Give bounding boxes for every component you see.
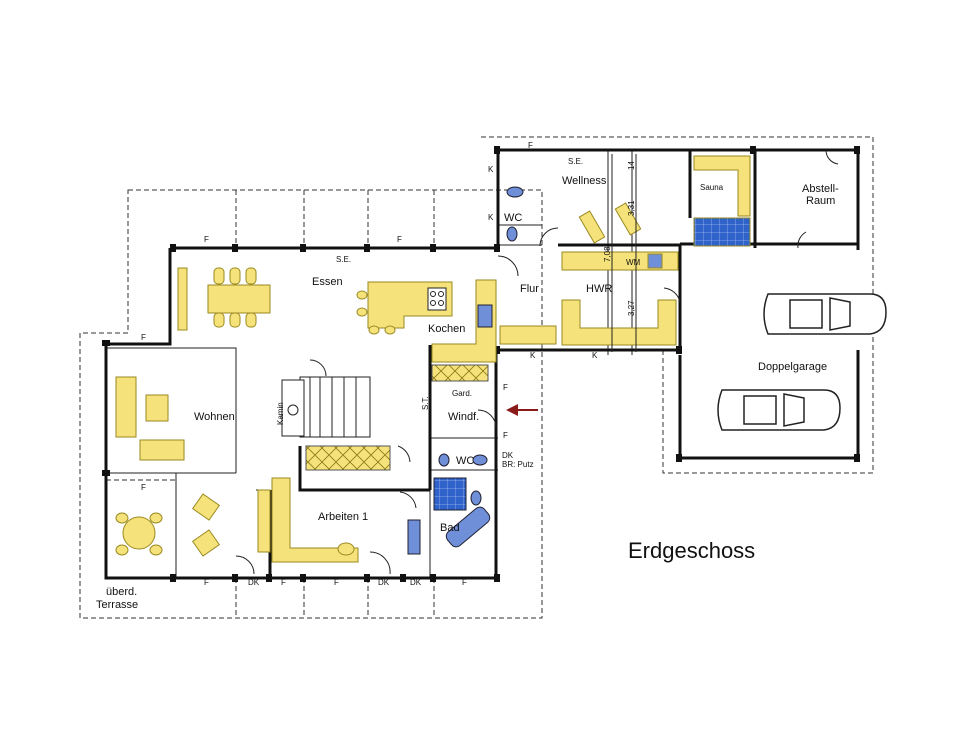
wall-ticks (102, 146, 860, 582)
doors (235, 149, 839, 575)
svg-text:K: K (488, 165, 494, 174)
page-title: Erdgeschoss (628, 538, 755, 563)
room-wohnen: Wohnen (194, 411, 235, 423)
wardrobe (431, 364, 489, 382)
living-furniture (115, 376, 185, 461)
svg-text:F: F (503, 431, 508, 440)
window-marks-dk: DK DK DK (248, 578, 422, 587)
st-label: S.T. (421, 396, 430, 410)
room-sauna: Sauna (700, 183, 724, 192)
se-wellness: S.E. (568, 157, 583, 166)
car-icon (717, 293, 887, 431)
room-flur: Flur (520, 283, 539, 295)
room-doppelgarage: Doppelgarage (758, 361, 827, 373)
svg-text:F: F (204, 235, 209, 244)
se-essen: S.E. (336, 255, 351, 264)
room-kochen: Kochen (428, 323, 465, 335)
room-wc-top: WC (504, 212, 522, 224)
wellness-loungers (578, 202, 642, 244)
terrace-table (115, 493, 221, 557)
terrace-label-2: Terrasse (96, 599, 138, 611)
svg-text:DK: DK (410, 578, 422, 587)
dim-708: 7,08 (603, 246, 612, 262)
staircase (281, 376, 371, 438)
svg-text:F: F (141, 483, 146, 492)
svg-text:DK: DK (248, 578, 260, 587)
dk-putz-1: DK (502, 451, 514, 460)
wm-label: WM (626, 258, 641, 267)
svg-text:F: F (281, 578, 286, 587)
svg-text:F: F (397, 235, 402, 244)
dim-327: 3,27 (627, 300, 636, 316)
dim-14: 14 (627, 161, 636, 170)
svg-text:K: K (530, 351, 536, 360)
room-abstell-1: Abstell- (802, 183, 839, 195)
window-marks-f: F F F F F F F F F F F (141, 141, 533, 587)
terrace-label-1: überd. (106, 586, 137, 598)
dk-putz-2: BR: Putz (502, 460, 534, 469)
bath-fixtures (407, 186, 524, 555)
kitchen-island (356, 281, 453, 335)
room-essen: Essen (312, 276, 343, 288)
window-marks-k: K K K K (488, 165, 598, 360)
svg-text:K: K (592, 351, 598, 360)
room-bad: Bad (440, 522, 460, 534)
room-abstell-2: Raum (806, 195, 835, 207)
room-windf: Windf. (448, 411, 479, 423)
dim-331: 3,31 (627, 200, 636, 216)
kitchen-counter (431, 279, 497, 363)
utility-counter (499, 251, 679, 346)
office-desk (257, 477, 359, 563)
svg-text:F: F (141, 333, 146, 342)
svg-text:F: F (462, 578, 467, 587)
room-wc-mid: WC (456, 455, 474, 467)
svg-text:F: F (204, 578, 209, 587)
stair-shelf (305, 445, 391, 471)
kamin-label: Kamin (276, 402, 285, 425)
sauna (693, 155, 751, 247)
room-gard: Gard. (452, 389, 472, 398)
svg-text:F: F (334, 578, 339, 587)
room-hwr: HWR (586, 283, 612, 295)
roof-outline (79, 136, 874, 619)
dining-table (177, 267, 271, 331)
interior-lines (106, 150, 633, 578)
svg-text:F: F (503, 383, 508, 392)
room-arbeiten: Arbeiten 1 (318, 511, 368, 523)
entry-arrow-icon (506, 404, 538, 416)
svg-text:F: F (528, 141, 533, 150)
svg-text:K: K (488, 213, 494, 222)
svg-text:DK: DK (378, 578, 390, 587)
dimension-lines (611, 154, 637, 352)
room-wellness: Wellness (562, 175, 607, 187)
